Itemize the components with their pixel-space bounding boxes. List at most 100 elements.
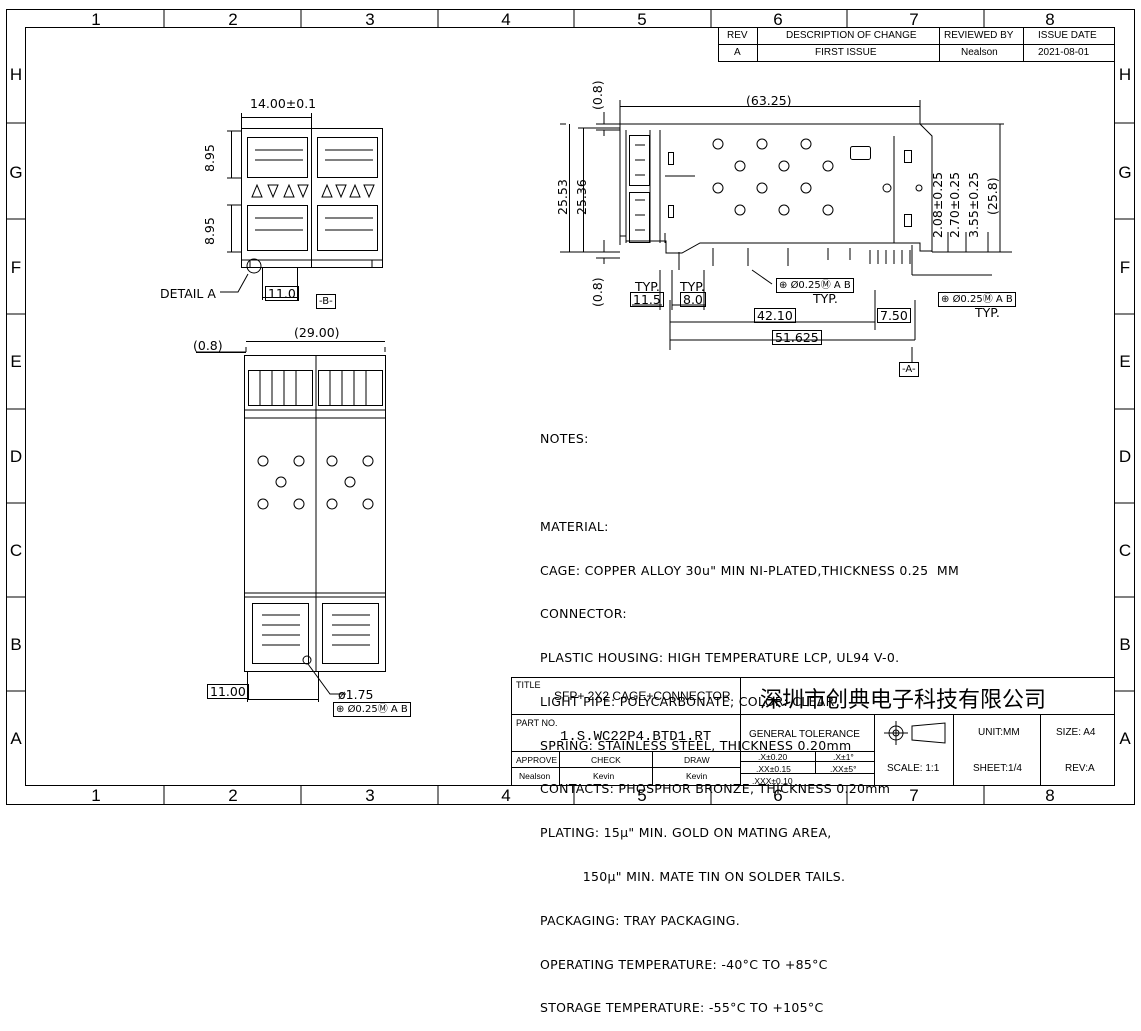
check-value: Kevin	[593, 771, 615, 781]
dim-length-63: (63.25)	[746, 93, 792, 108]
part-number: 1.S.WC22P4.BTD1.RT	[560, 729, 712, 745]
rev-value-date: 2021-08-01	[1038, 47, 1090, 58]
pos-tol-2: ⊕ Ø0.25Ⓜ A B	[938, 292, 1016, 307]
zone-row-b-right: B	[1119, 635, 1131, 654]
dim-bottom-11: 11.0	[265, 286, 299, 301]
zone-col-8-top: 8	[1045, 10, 1055, 29]
dim-top-offset: (0.8)	[590, 80, 605, 110]
pos-tol-2-typ: TYP.	[975, 305, 1000, 320]
note-line: OPERATING TEMPERATURE: -40°C TO +85°C	[540, 956, 828, 972]
general-tolerance: GENERAL TOLERANCE	[749, 729, 860, 740]
unit-label: UNIT:MM	[978, 727, 1020, 738]
dim-h-2-08: 2.08±0.25	[930, 171, 945, 238]
dim-h-25-8: (25.8)	[985, 177, 1000, 215]
ang-xx: .XX±5°	[830, 764, 857, 774]
rev-header-description: DESCRIPTION OF CHANGE	[786, 30, 917, 41]
zone-col-4-bottom: 4	[501, 786, 511, 805]
note-line: NOTES:	[540, 431, 589, 447]
draw-label: DRAW	[684, 755, 710, 765]
zone-col-3-top: 3	[365, 10, 375, 29]
tol-xx: .XX±0.15	[756, 764, 791, 774]
zone-row-f-right: F	[1119, 258, 1131, 277]
zone-row-b-left: B	[10, 635, 22, 654]
pos-tol-1: ⊕ Ø0.25Ⓜ A B	[776, 278, 854, 293]
zone-col-8-bottom: 8	[1045, 786, 1055, 805]
approve-label: APPROVE	[516, 755, 558, 765]
zone-col-2-bottom: 2	[228, 786, 238, 805]
dim-hole: ø1.75	[338, 687, 374, 702]
zone-row-d-right: D	[1118, 447, 1132, 466]
tol-x: .X±0.20	[758, 752, 788, 762]
datum-b: -B-	[316, 294, 336, 309]
dim-pitch-lower: 8.95	[202, 217, 217, 245]
zone-row-d-left: D	[9, 447, 23, 466]
sheet-label: SHEET:1/4	[973, 763, 1022, 774]
scale-label: SCALE: 1:1	[887, 763, 940, 774]
dim-51-625: 51.625	[772, 330, 822, 345]
outer-frame	[6, 9, 1135, 805]
note-line: PACKAGING: TRAY PACKAGING.	[540, 912, 740, 928]
dim-7-50: 7.50	[877, 308, 911, 323]
dim-front-offset: (0.8)	[193, 338, 223, 353]
rev-value-description: FIRST ISSUE	[815, 47, 877, 58]
zone-col-4-top: 4	[501, 10, 511, 29]
dim-h-2-70: 2.70±0.25	[947, 171, 962, 238]
notes-block: NOTES: MATERIAL: CAGE: COPPER ALLOY 30u"…	[540, 403, 959, 1031]
rev-value-reviewed: Nealson	[961, 47, 998, 58]
size-label: SIZE: A4	[1056, 727, 1096, 738]
zone-row-c-right: C	[1118, 541, 1132, 560]
typ-label-2: TYP.	[680, 279, 705, 294]
zone-row-g-left: G	[9, 163, 23, 182]
note-line: MATERIAL:	[540, 518, 609, 534]
zone-row-a-left: A	[10, 729, 22, 748]
zone-row-e-right: E	[1119, 352, 1131, 371]
dim-pitch-upper: 8.95	[202, 144, 217, 172]
zone-col-5-top: 5	[637, 10, 647, 29]
dim-bottom-offset: (0.8)	[590, 277, 605, 307]
company-name: 深圳市创典电子科技有限公司	[760, 688, 1047, 713]
dim-typ-8-0: 8.0	[680, 292, 706, 307]
datum-a: -A-	[899, 362, 919, 377]
hole-tol-text: Ø0.25Ⓜ A B	[347, 704, 408, 715]
note-line: CONNECTOR:	[540, 606, 627, 622]
zone-row-h-right: H	[1118, 65, 1132, 84]
title-block-grid	[511, 677, 1115, 786]
title-label: TITLE	[516, 680, 541, 690]
note-line: PLASTIC HOUSING: HIGH TEMPERATURE LCP, U…	[540, 650, 900, 666]
note-line: CONTACTS: PHOSPHOR BRONZE, THICKNESS 0.2…	[540, 781, 891, 797]
dim-height-outer: 25.53	[555, 179, 570, 215]
note-line: STORAGE TEMPERATURE: -55°C TO +105°C	[540, 1000, 824, 1016]
rev-header-reviewed: REVIEWED BY	[944, 30, 1014, 41]
dim-width-29: (29.00)	[294, 325, 340, 340]
dim-42-10: 42.10	[754, 308, 796, 323]
rev-label: REV:A	[1065, 763, 1095, 774]
draw-value: Kevin	[686, 771, 708, 781]
dim-height-inner: 25.36	[574, 179, 589, 215]
side-view-geometry	[560, 100, 1012, 362]
zone-row-e-left: E	[10, 352, 22, 371]
note-line: 150μ" MIN. MATE TIN ON SOLDER TAILS.	[540, 869, 846, 884]
top-view-geometry	[220, 113, 383, 300]
zone-col-1-bottom: 1	[91, 786, 101, 805]
drawing-sheet	[6, 9, 1135, 805]
zone-col-2-top: 2	[228, 10, 238, 29]
zone-row-c-left: C	[9, 541, 23, 560]
rev-value-rev: A	[734, 47, 741, 58]
detail-a-label: DETAIL A	[160, 286, 216, 301]
zone-col-5-bottom: 5	[637, 786, 647, 805]
zone-row-f-left: F	[10, 258, 22, 277]
note-line: SPRING: STAINLESS STEEL, THICKNESS 0.20m…	[540, 737, 852, 753]
pos-tol-1-typ: TYP.	[813, 291, 838, 306]
zone-row-g-right: G	[1118, 163, 1132, 182]
dim-bottom-11-00: 11.00	[207, 684, 249, 699]
dim-typ-11-5: 11.5	[630, 292, 664, 307]
zone-col-6-top: 6	[773, 10, 783, 29]
dim-h-3-55: 3.55±0.25	[966, 171, 981, 238]
zone-col-7-bottom: 7	[909, 786, 919, 805]
front-view-geometry	[196, 341, 386, 702]
dim-width-14: 14.00±0.1	[250, 96, 317, 111]
pos-tol-2-text: Ø0.25Ⓜ A B	[952, 294, 1013, 305]
note-line: CAGE: COPPER ALLOY 30u" MIN NI-PLATED,TH…	[540, 562, 960, 578]
rev-header-rev: REV	[727, 30, 748, 41]
zone-row-h-left: H	[9, 65, 23, 84]
